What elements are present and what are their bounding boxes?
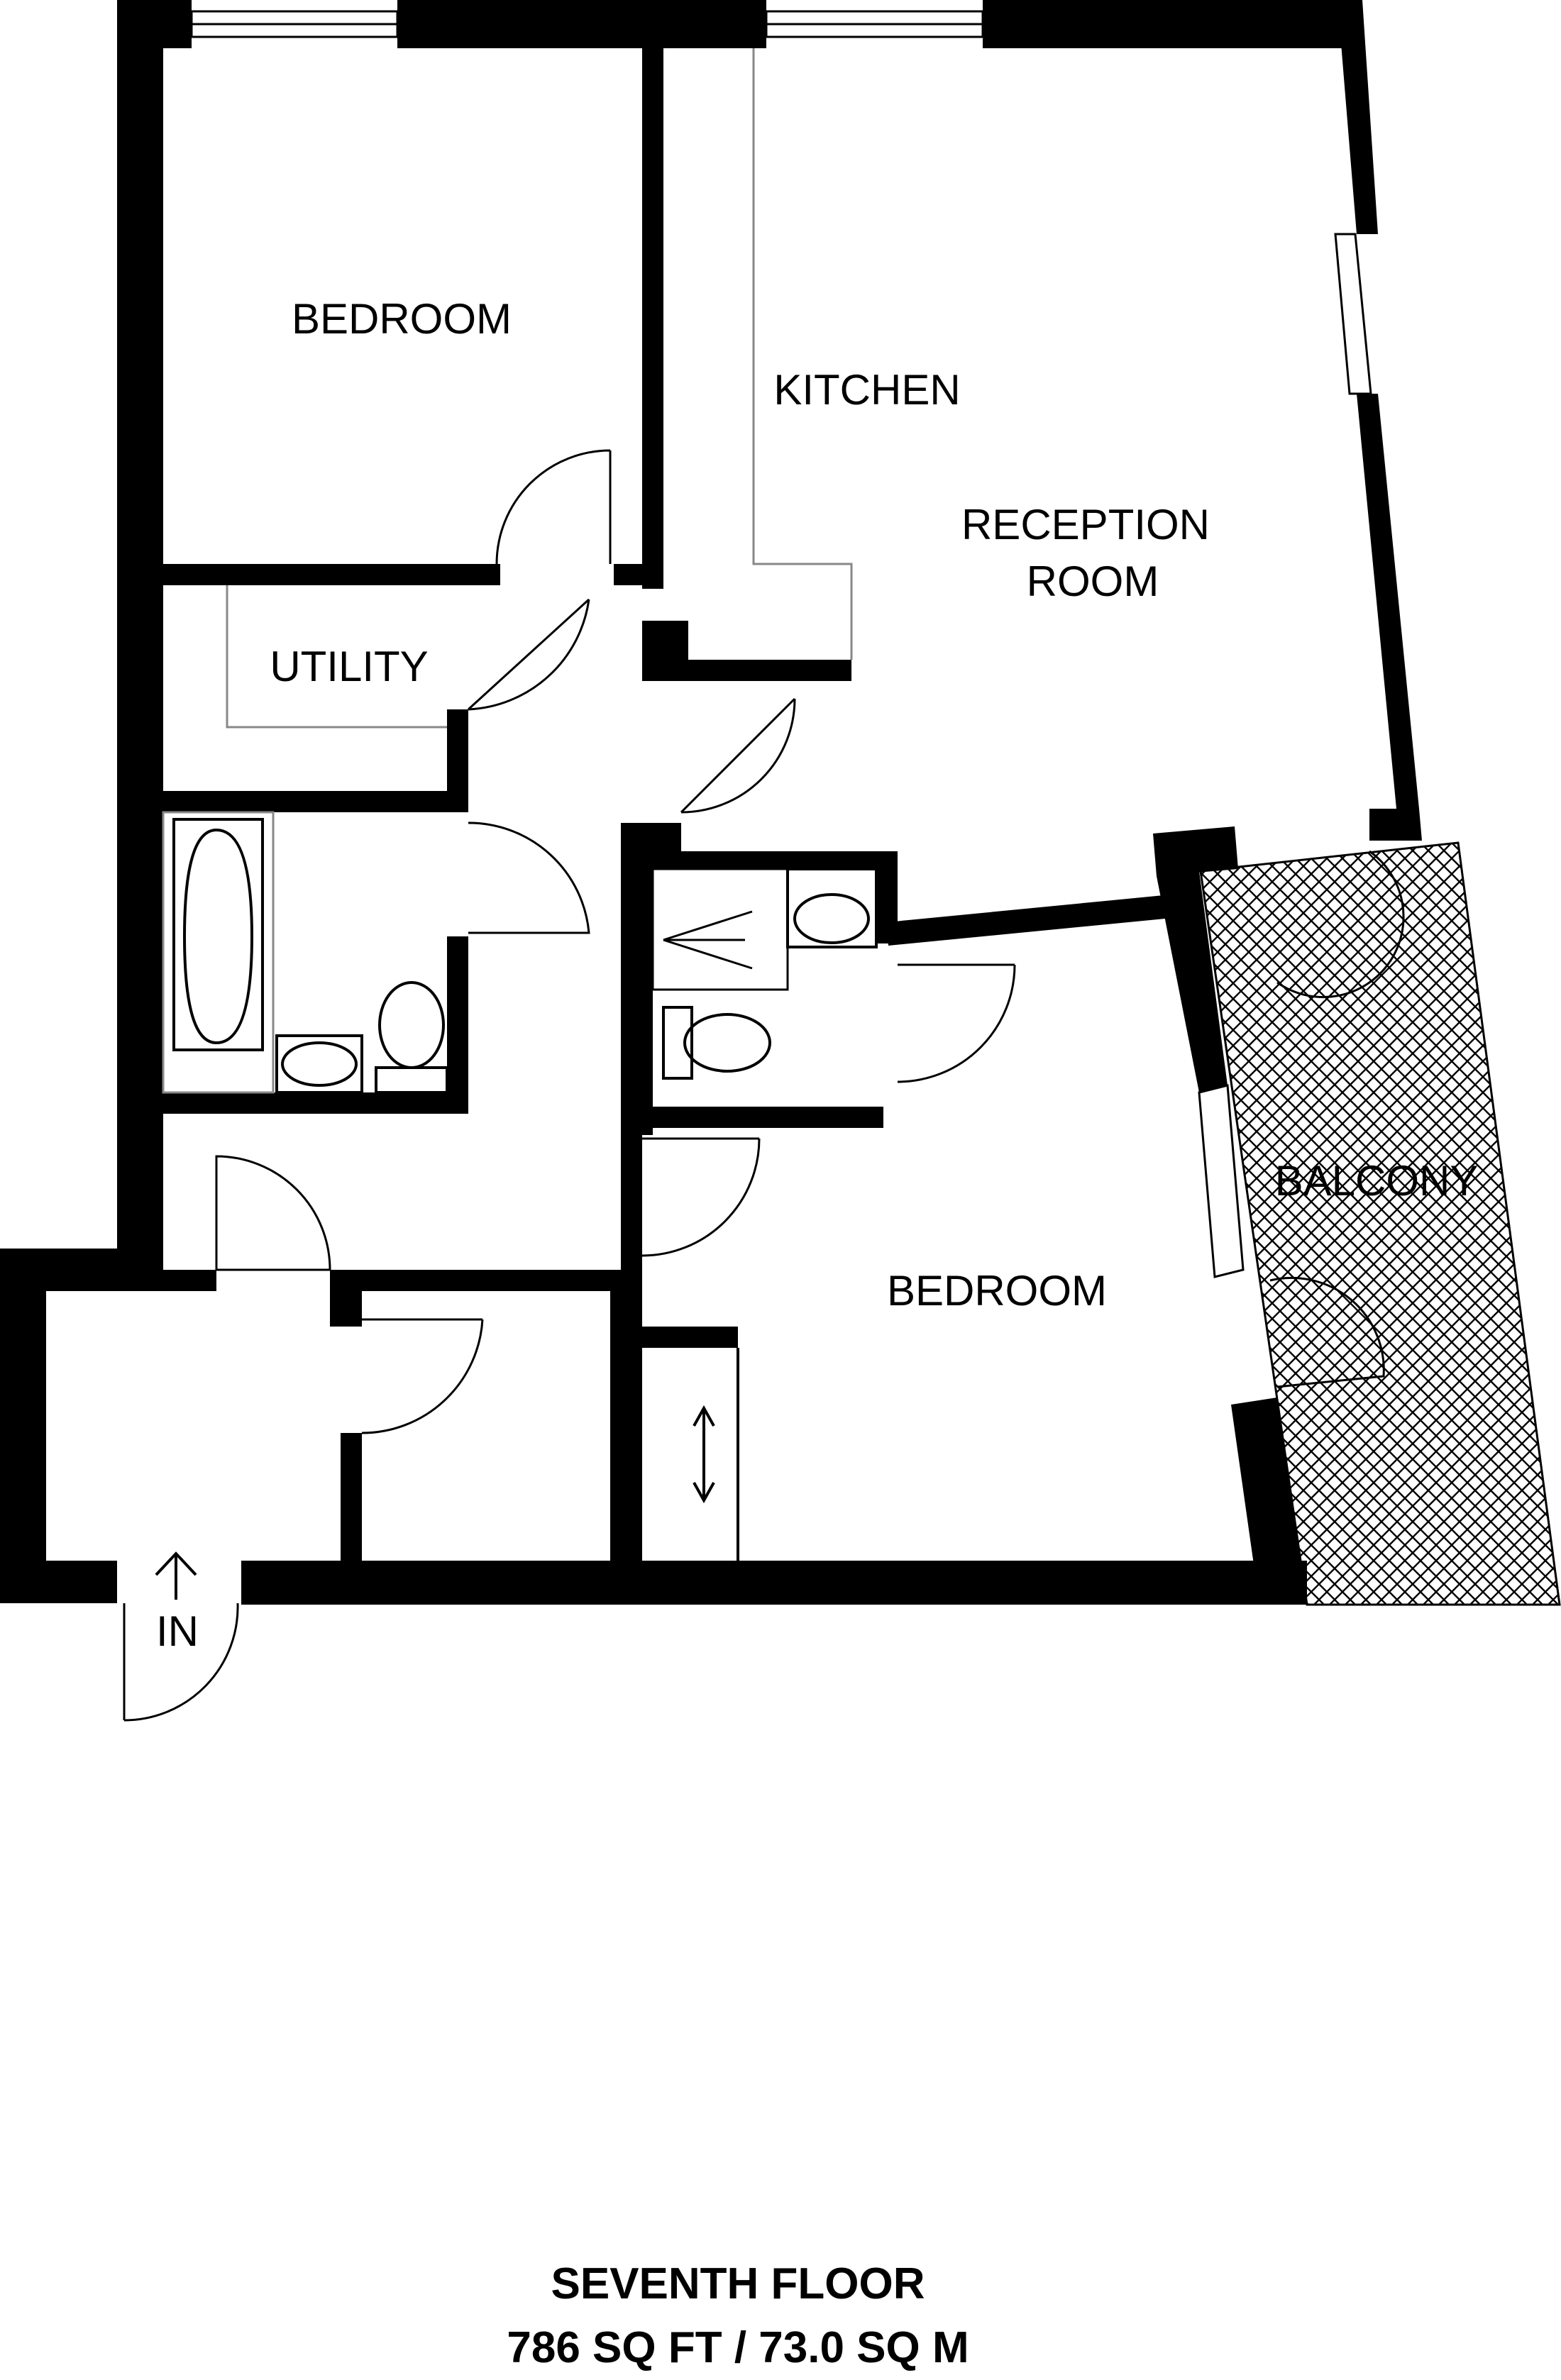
entrance-arrow-icon <box>155 1551 197 1600</box>
toilet-icon-2 <box>662 1006 771 1080</box>
reception-label-line1: RECEPTION <box>961 501 1210 548</box>
entrance-label: IN <box>156 1607 199 1655</box>
kitchen-label: KITCHEN <box>773 366 960 414</box>
wardrobe-icon <box>693 1348 739 1561</box>
floor-area: 786 SQ FT / 73.0 SQ M <box>507 2323 969 2372</box>
washbasin-icon-2 <box>786 868 878 948</box>
shower-icon <box>651 868 789 991</box>
bedroom-label-2: BEDROOM <box>887 1267 1107 1314</box>
floor-name: SEVENTH FLOOR <box>551 2259 925 2308</box>
walls <box>0 0 1422 1605</box>
fixtures <box>162 48 853 1094</box>
utility-label: UTILITY <box>270 643 428 690</box>
reception-label-line2: ROOM <box>1027 558 1159 605</box>
washbasin-icon <box>275 1034 363 1094</box>
windows <box>190 10 1372 1278</box>
balcony-label: BALCONY <box>1275 1157 1479 1205</box>
bathtub-icon <box>172 818 264 1051</box>
toilet-icon <box>375 981 448 1094</box>
doors <box>123 449 1405 1722</box>
bedroom-label-1: BEDROOM <box>292 295 512 343</box>
